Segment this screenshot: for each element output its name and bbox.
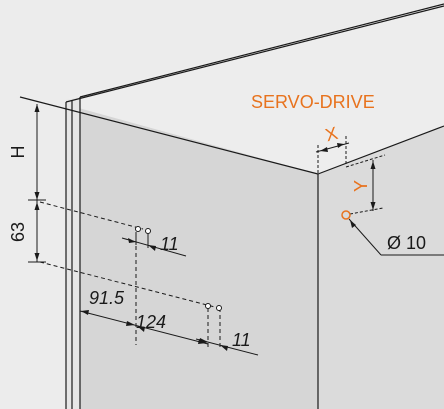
h-dimension [28, 104, 46, 201]
hole-top-left [135, 226, 141, 232]
91-5-label: 91.5 [89, 288, 125, 308]
diameter-label: Ø 10 [387, 233, 426, 253]
servo-hole [341, 210, 351, 220]
front-edge [66, 97, 80, 409]
11-top-dimension [121, 232, 187, 257]
top-panel [68, 2, 444, 174]
y-label: Y [351, 180, 371, 192]
124-label: 124 [136, 312, 166, 332]
hole-bottom-left [205, 303, 211, 309]
63-dimension [28, 200, 46, 263]
servo-drive-label: SERVO-DRIVE [251, 92, 375, 112]
diameter-leader [348, 218, 444, 256]
y-dimension [345, 154, 386, 215]
hole-top-right [145, 228, 151, 234]
11-top-label: 11 [160, 234, 179, 254]
dashed-guides [39, 201, 221, 348]
drill-holes [135, 226, 222, 311]
11-bottom-dimension [195, 338, 259, 356]
x-label: X [323, 123, 340, 145]
x-dimension [315, 136, 350, 174]
h-label: H [8, 146, 28, 159]
back-panel [318, 126, 444, 409]
panel-outlines [19, 3, 444, 409]
63-label: 63 [8, 222, 28, 242]
hole-bottom-right [216, 305, 222, 311]
11-bottom-label: 11 [232, 330, 251, 350]
